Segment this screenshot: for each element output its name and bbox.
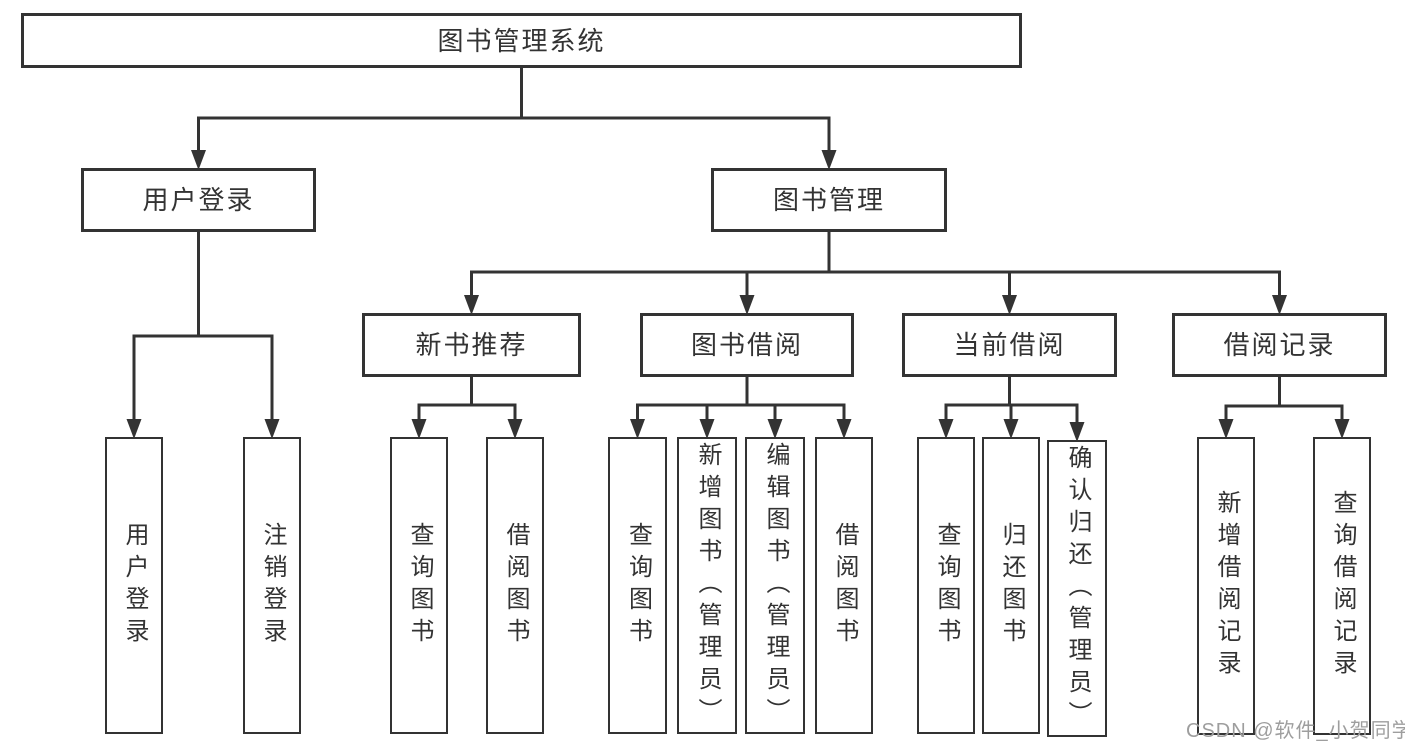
arrowhead-icon — [630, 419, 645, 439]
node-label-current-borrow: 当前借阅 — [953, 330, 1066, 360]
node-query-borrow-record: 查询借阅记录 — [1313, 437, 1371, 735]
arrowhead-icon — [739, 295, 755, 315]
edge-user-login — [126, 231, 280, 439]
node-borrow-books-recommend: 借阅图书 — [486, 437, 544, 734]
edge-borrow-records — [1218, 376, 1350, 439]
edge-line — [470, 231, 1281, 297]
edge-line — [417, 376, 517, 421]
edge-new-book-recommend — [411, 376, 523, 439]
arrowhead-icon — [1334, 419, 1350, 439]
arrowhead-icon — [938, 419, 954, 439]
node-label-book-borrow: 图书借阅 — [690, 330, 803, 360]
arrowhead-icon — [507, 419, 523, 439]
node-logout-leaf: 注销登录 — [243, 437, 301, 734]
arrowhead-icon — [1218, 419, 1234, 439]
node-query-books-recommend: 查询图书 — [390, 437, 448, 734]
node-label-user-login-leaf: 用户登录 — [121, 521, 148, 650]
node-edit-books-admin: 编辑图书（管理员） — [745, 437, 805, 734]
node-label-borrow-books-leaf: 借阅图书 — [831, 521, 858, 650]
arrowhead-icon — [464, 295, 479, 315]
edge-line — [1224, 376, 1344, 421]
node-confirm-return-admin: 确认归还（管理员） — [1047, 440, 1107, 737]
node-label-confirm-return-admin: 确认归还（管理员） — [1064, 444, 1091, 733]
node-label-query-borrow-record: 查询借阅记录 — [1329, 490, 1356, 682]
edge-current-borrow — [938, 376, 1085, 442]
edge-line — [944, 376, 1079, 424]
node-label-user-login: 用户登录 — [142, 185, 255, 215]
node-add-borrow-record: 新增借阅记录 — [1197, 437, 1255, 735]
node-add-books-admin: 新增图书（管理员） — [677, 437, 737, 734]
edge-book-borrow — [630, 376, 852, 439]
node-label-logout-leaf: 注销登录 — [259, 521, 286, 650]
node-book-borrow: 图书借阅 — [640, 313, 854, 377]
csdn-watermark: CSDN @软件_小贺同学 — [1186, 720, 1405, 742]
arrowhead-icon — [836, 419, 852, 439]
arrowhead-icon — [699, 419, 715, 439]
node-label-borrow-records: 借阅记录 — [1223, 330, 1336, 360]
node-label-edit-books-admin: 编辑图书（管理员） — [762, 441, 789, 730]
node-new-book-recommend: 新书推荐 — [362, 313, 581, 377]
node-query-books-borrow: 查询图书 — [608, 437, 667, 734]
node-label-return-books: 归还图书 — [998, 521, 1025, 650]
node-label-query-books-recommend: 查询图书 — [406, 521, 433, 650]
node-current-borrow: 当前借阅 — [902, 313, 1117, 377]
arrowhead-icon — [767, 419, 783, 439]
node-label-add-borrow-record: 新增借阅记录 — [1213, 490, 1240, 682]
node-user-login-leaf: 用户登录 — [105, 437, 163, 734]
node-query-books-current: 查询图书 — [917, 437, 975, 734]
edge-line — [197, 67, 831, 152]
edge-library-management-system — [191, 67, 837, 170]
node-user-login: 用户登录 — [81, 168, 316, 232]
node-label-query-books-borrow: 查询图书 — [624, 521, 652, 650]
arrowhead-icon — [1272, 295, 1287, 315]
edge-line — [132, 231, 274, 421]
arrowhead-icon — [1003, 419, 1019, 439]
node-label-new-book-recommend: 新书推荐 — [415, 330, 528, 360]
arrowhead-icon — [1002, 295, 1017, 315]
arrowhead-icon — [411, 419, 427, 439]
node-borrow-books-leaf: 借阅图书 — [815, 437, 873, 734]
node-label-library-management-system: 图书管理系统 — [437, 25, 606, 56]
arrowhead-icon — [126, 419, 142, 439]
node-borrow-records: 借阅记录 — [1172, 313, 1387, 377]
node-book-management: 图书管理 — [711, 168, 947, 232]
edge-line — [636, 376, 846, 421]
arrowhead-icon — [1069, 422, 1085, 442]
node-return-books: 归还图书 — [982, 437, 1040, 734]
edge-book-management — [464, 231, 1287, 315]
node-label-query-books-current: 查询图书 — [933, 521, 960, 650]
node-library-management-system: 图书管理系统 — [21, 13, 1022, 68]
arrowhead-icon — [191, 150, 206, 170]
node-label-borrow-books-recommend: 借阅图书 — [502, 521, 529, 650]
arrowhead-icon — [821, 150, 837, 170]
node-label-add-books-admin: 新增图书（管理员） — [694, 441, 721, 730]
node-label-book-management: 图书管理 — [772, 185, 885, 215]
arrowhead-icon — [264, 419, 280, 439]
